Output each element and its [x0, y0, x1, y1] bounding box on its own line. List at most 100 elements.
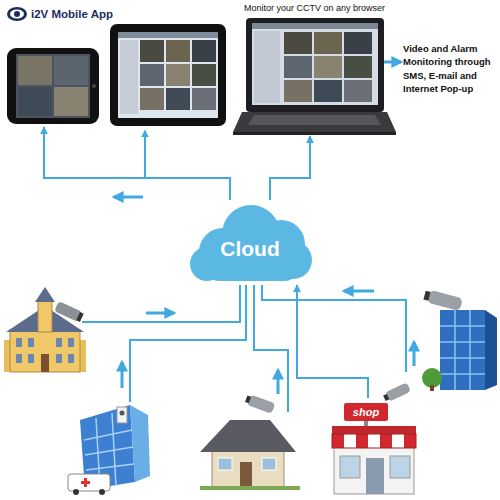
illustration-rect — [344, 403, 388, 421]
illustration-rect — [366, 458, 384, 494]
illustration-rect — [427, 290, 463, 311]
illustration-path — [130, 285, 246, 402]
mobile-app-node: i2V Mobile App — [4, 3, 104, 127]
illustration-circle — [99, 489, 105, 495]
illustration-rect — [314, 32, 342, 54]
illustration-g — [244, 394, 275, 414]
illustration-rect — [54, 87, 88, 116]
illustration-polygon — [233, 112, 396, 132]
illustration-rect — [16, 354, 22, 363]
illustration-ellipse — [10, 10, 24, 19]
illustration-rect — [10, 330, 80, 372]
illustration-circle — [73, 489, 79, 495]
illustration-path — [277, 370, 280, 394]
illustration-rect — [166, 40, 190, 62]
illustration-rect — [246, 18, 384, 112]
illustration-g — [382, 382, 411, 402]
illustration-rect — [68, 354, 74, 363]
illustration-path — [114, 196, 143, 199]
node-label: Monitor your CCTV on any browser — [232, 3, 397, 13]
illustration-polygon — [130, 405, 150, 482]
illustration-rect — [110, 24, 226, 126]
illustration-rect — [38, 300, 52, 332]
illustration-rect — [247, 395, 275, 414]
illustration-rect — [68, 338, 74, 347]
illustration-circle — [120, 411, 125, 416]
illustration-rect — [240, 462, 252, 488]
illustration-rect — [81, 481, 90, 484]
illustration-rect — [28, 354, 34, 363]
illustration-path — [144, 131, 146, 178]
illustration-polygon — [485, 310, 497, 390]
illustration-rect — [212, 448, 284, 488]
illustration-rect — [245, 395, 251, 403]
illustration-rect — [284, 32, 312, 54]
illustration-path — [440, 310, 485, 390]
illustration-rect — [340, 456, 360, 478]
illustration-rect — [252, 23, 378, 29]
illustration-rect — [344, 434, 356, 448]
illustration-svg — [6, 5, 28, 23]
illustration-path — [344, 290, 374, 293]
illustration-rect — [166, 88, 190, 110]
illustration-rect — [233, 132, 396, 135]
illustration-g — [54, 301, 84, 323]
illustration-rect — [166, 64, 190, 86]
illustration-rect — [252, 23, 378, 105]
illustration-rect — [18, 87, 52, 116]
illustration-rect — [54, 56, 88, 85]
illustration-rect — [56, 354, 62, 363]
node-label: i2V Mobile App — [31, 8, 113, 20]
illustration-path — [254, 285, 288, 412]
illustration-rect — [440, 310, 485, 390]
illustration-rect — [423, 291, 430, 301]
illustration-svg — [232, 18, 397, 136]
illustration-path — [382, 61, 401, 64]
illustration-path — [82, 285, 240, 322]
illustration-rect — [192, 88, 216, 110]
illustration-ellipse — [7, 7, 27, 21]
illustration-svg — [6, 47, 100, 127]
illustration-rect — [218, 458, 232, 470]
illustration-rect — [314, 56, 342, 78]
illustration-rect — [120, 40, 138, 114]
illustration-rect — [332, 434, 344, 448]
illustration-rect — [16, 54, 90, 118]
illustration-rect — [68, 474, 110, 491]
illustration-polygon — [35, 287, 55, 302]
connector-arrow — [297, 285, 368, 398]
illustration-rect — [284, 56, 312, 78]
illustration-rect — [368, 434, 380, 448]
connector-arrow — [44, 127, 230, 200]
illustration-path — [413, 342, 416, 366]
illustration-rect — [140, 64, 164, 86]
illustration-rect — [18, 56, 52, 85]
connector-arrow — [270, 136, 310, 200]
illustration-rect — [140, 88, 164, 110]
illustration-rect — [332, 434, 416, 448]
illustration-polygon — [248, 115, 381, 125]
illustration-path — [146, 312, 174, 315]
illustration-rect — [200, 486, 300, 490]
illustration-path — [121, 362, 124, 388]
illustration-rect — [254, 31, 280, 103]
note-label: Video and Alarm Monitoring through SMS, … — [403, 42, 498, 95]
illustration-rect — [192, 64, 216, 86]
illustration-rect — [344, 32, 372, 54]
illustration-rect — [344, 80, 372, 102]
shop-node: shop — [328, 398, 420, 496]
illustration-g — [423, 289, 463, 311]
node-label: shop — [344, 403, 388, 421]
illustration-rect — [16, 338, 22, 347]
illustration-rect — [332, 426, 416, 434]
illustration-rect — [314, 80, 342, 102]
illustration-rect — [192, 40, 216, 62]
illustration-rect — [117, 407, 127, 423]
illustration-rect — [262, 458, 276, 470]
illustration-rect — [383, 394, 389, 401]
node-label: Cloud — [185, 237, 315, 261]
illustration-rect — [76, 312, 83, 322]
cloud-node: Cloud — [185, 200, 315, 285]
illustration-rect — [7, 48, 99, 124]
